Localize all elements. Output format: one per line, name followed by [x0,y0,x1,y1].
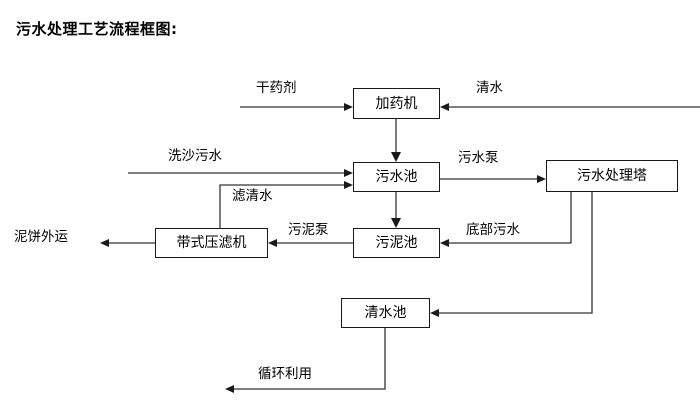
edge-filtered-clear-water-to-sewage-pool [219,181,353,228]
edge-label-clean-water-in: 清水 [476,80,503,96]
node-clean-water-pool-label: 清水池 [364,305,407,321]
node-sewage-treatment-tower-label: 污水处理塔 [577,168,647,184]
edge-dosing-machine-to-sewage-pool [391,119,401,162]
node-sewage-treatment-tower[interactable]: 污水处理塔 [546,160,678,192]
page-title: 污水处理工艺流程框图: [16,20,178,38]
edge-label-recycle-reuse: 循环利用 [258,366,312,382]
edge-treatment-tower-to-clean-water-pool [430,192,593,317]
edge-clean-water-to-dosing-machine [440,103,700,111]
edge-label-sewage-pump: 污水泵 [458,150,499,166]
node-sewage-pool[interactable]: 污水池 [353,162,440,192]
edge-clean-water-pool-to-recycle-reuse [225,328,386,393]
node-belt-filter-press[interactable]: 带式压滤机 [155,228,268,258]
edge-label-sand-washing-sewage: 洗沙污水 [168,148,222,164]
edge-sand-washing-sewage-to-sewage-pool [128,169,353,177]
edge-belt-filter-press-to-mud-cake-out [100,239,155,247]
edge-sewage-pool-to-sludge-pool [391,192,401,228]
edge-label-dry-agent: 干药剂 [256,80,297,96]
node-sludge-pool-label: 污泥池 [375,235,418,251]
node-clean-water-pool[interactable]: 清水池 [341,298,430,328]
node-sewage-pool-label: 污水池 [375,169,418,185]
edge-label-sludge-pump: 污泥泵 [288,222,329,238]
node-dosing-machine[interactable]: 加药机 [353,88,440,119]
edge-label-mud-cake-out: 泥饼外运 [14,229,68,245]
edge-sewage-pool-to-treatment-tower [440,175,546,183]
edge-treatment-tower-to-sludge-pool [440,192,572,247]
node-dosing-machine-label: 加药机 [375,95,418,112]
edge-dry-agent-to-dosing-machine [240,103,353,111]
edge-label-filtered-clear-water: 滤清水 [232,188,273,204]
node-belt-filter-press-label: 带式压滤机 [176,235,247,251]
edge-sludge-pool-to-belt-filter-press [268,239,353,247]
edge-label-bottom-sewage: 底部污水 [466,222,520,238]
node-sludge-pool[interactable]: 污泥池 [353,228,440,258]
